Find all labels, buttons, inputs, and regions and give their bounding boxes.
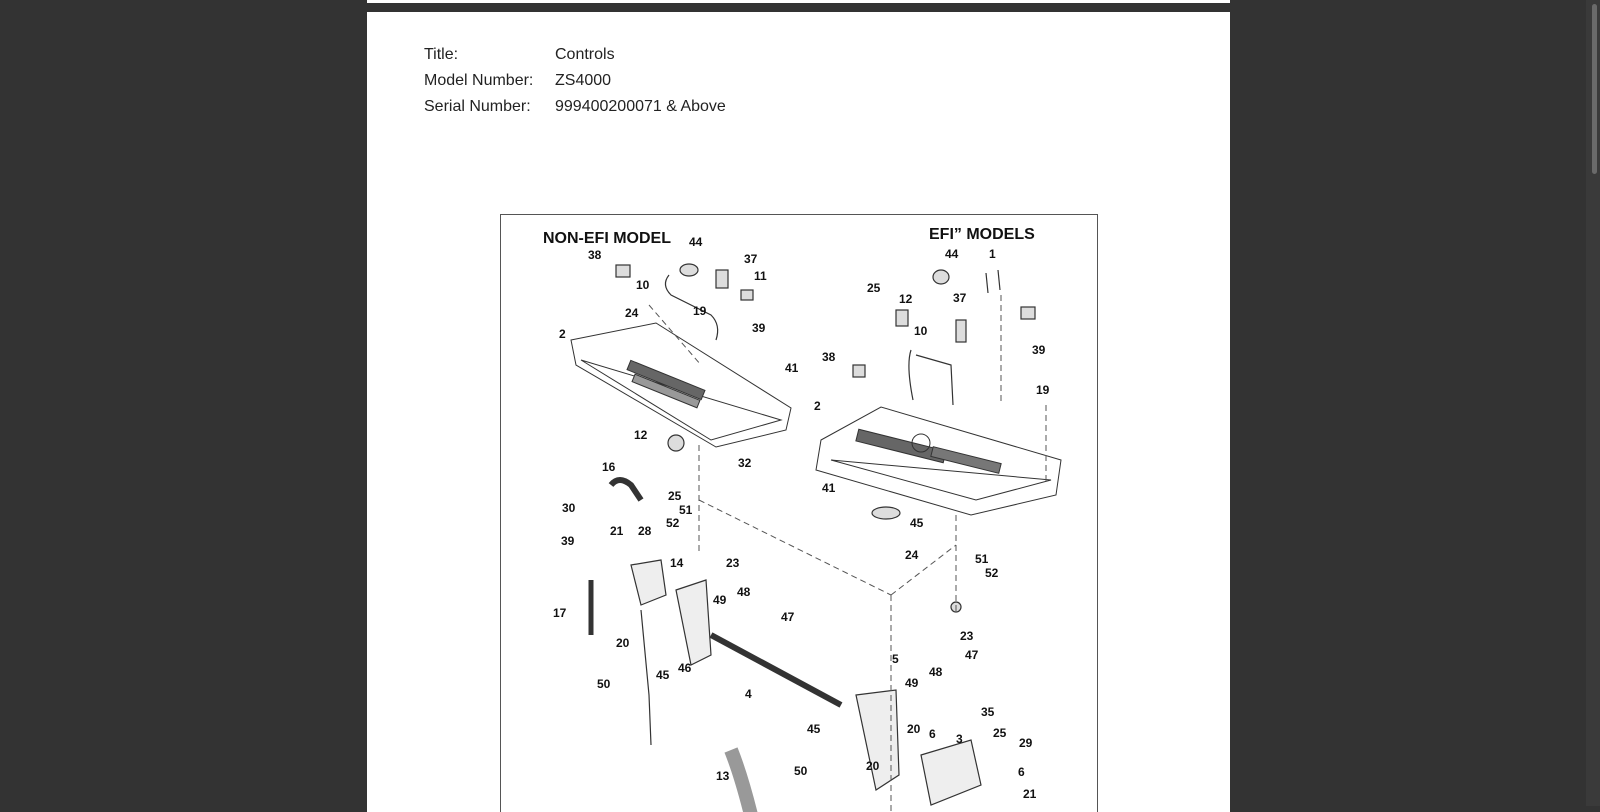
- callout: 20: [907, 722, 921, 736]
- exploded-parts-diagram: NON-EFI MODEL EFI” MODELS: [500, 214, 1098, 812]
- left-parts: [588, 263, 843, 812]
- callout: 13: [716, 769, 730, 783]
- callout: 16: [602, 460, 616, 474]
- callout: 47: [781, 610, 795, 624]
- callout: 49: [905, 676, 919, 690]
- callout: 20: [866, 759, 880, 773]
- title-value: Controls: [555, 46, 615, 63]
- callout: 25: [867, 281, 881, 295]
- diagram-drawing: NON-EFI MODEL EFI” MODELS: [543, 226, 1062, 812]
- callout: 29: [1019, 736, 1033, 750]
- callout: 45: [910, 516, 924, 530]
- callout: 49: [713, 593, 727, 607]
- callout: 45: [656, 668, 670, 682]
- page-top-edge: [367, 0, 1230, 3]
- callout: 21: [610, 524, 624, 538]
- efi-control-plate: [815, 406, 1062, 516]
- title-label: Title:: [424, 46, 459, 63]
- callout: 41: [785, 361, 799, 375]
- callout: 6: [929, 727, 936, 741]
- callout: 10: [636, 278, 650, 292]
- callout: 48: [737, 585, 751, 599]
- callout: 14: [670, 556, 684, 570]
- callout: 24: [625, 306, 639, 320]
- callout: 19: [1036, 383, 1050, 397]
- guide-lines: [648, 295, 1047, 812]
- callout: 51: [679, 503, 693, 517]
- callout: 30: [562, 501, 576, 515]
- callout: 50: [597, 677, 611, 691]
- callout: 41: [822, 481, 836, 495]
- right-parts: [852, 269, 1036, 806]
- serial-row: Serial Number: 999400200071 & Above: [424, 94, 726, 120]
- model-value: ZS4000: [555, 72, 612, 89]
- serial-label: Serial Number:: [424, 98, 531, 115]
- callout: 48: [929, 665, 943, 679]
- callout: 11: [754, 269, 767, 283]
- callout: 2: [814, 399, 821, 413]
- callout-labels: 38 44 37 11 10 24 19 39 2 41 12 32 16 25…: [553, 235, 1050, 801]
- callout: 5: [892, 652, 899, 666]
- part-info: Title: Controls Model Number: ZS4000 Ser…: [424, 42, 726, 120]
- callout: 39: [561, 534, 575, 548]
- vertical-scrollbar[interactable]: [1586, 0, 1600, 806]
- callout: 20: [616, 636, 630, 650]
- model-label: Model Number:: [424, 72, 534, 89]
- callout: 45: [807, 722, 821, 736]
- callout: 39: [1032, 343, 1046, 357]
- callout: 23: [726, 556, 740, 570]
- callout: 10: [914, 324, 928, 338]
- callout: 2: [559, 327, 566, 341]
- callout: 28: [638, 524, 652, 538]
- left-model-heading: NON-EFI MODEL: [543, 230, 671, 247]
- callout: 17: [553, 606, 567, 620]
- callout: 52: [985, 566, 999, 580]
- callout: 44: [689, 235, 703, 249]
- callout: 38: [822, 350, 836, 364]
- callout: 46: [678, 661, 692, 675]
- non-efi-control-plate: [570, 322, 792, 448]
- callout: 24: [905, 548, 919, 562]
- callout: 39: [752, 321, 766, 335]
- callout: 47: [965, 648, 979, 662]
- scrollbar-thumb[interactable]: [1592, 4, 1597, 174]
- callout: 12: [634, 428, 648, 442]
- model-row: Model Number: ZS4000: [424, 68, 726, 94]
- callout: 32: [738, 456, 752, 470]
- callout: 51: [975, 552, 989, 566]
- callout: 1: [989, 247, 996, 261]
- callout: 37: [953, 291, 967, 305]
- callout: 12: [899, 292, 913, 306]
- right-model-heading: EFI” MODELS: [929, 226, 1035, 243]
- serial-value: 999400200071 & Above: [555, 98, 726, 115]
- callout: 37: [744, 252, 758, 266]
- callout: 4: [745, 687, 752, 701]
- callout: 35: [981, 705, 995, 719]
- callout: 19: [693, 304, 707, 318]
- document-page: Title: Controls Model Number: ZS4000 Ser…: [367, 12, 1230, 812]
- callout: 38: [588, 248, 602, 262]
- callout: 52: [666, 516, 680, 530]
- callout: 50: [794, 764, 808, 778]
- callout: 23: [960, 629, 974, 643]
- callout: 21: [1023, 787, 1037, 801]
- callout: 25: [993, 726, 1007, 740]
- callout: 6: [1018, 765, 1025, 779]
- callout: 25: [668, 489, 682, 503]
- title-row: Title: Controls: [424, 42, 726, 68]
- callout: 44: [945, 247, 959, 261]
- callout: 3: [956, 732, 963, 746]
